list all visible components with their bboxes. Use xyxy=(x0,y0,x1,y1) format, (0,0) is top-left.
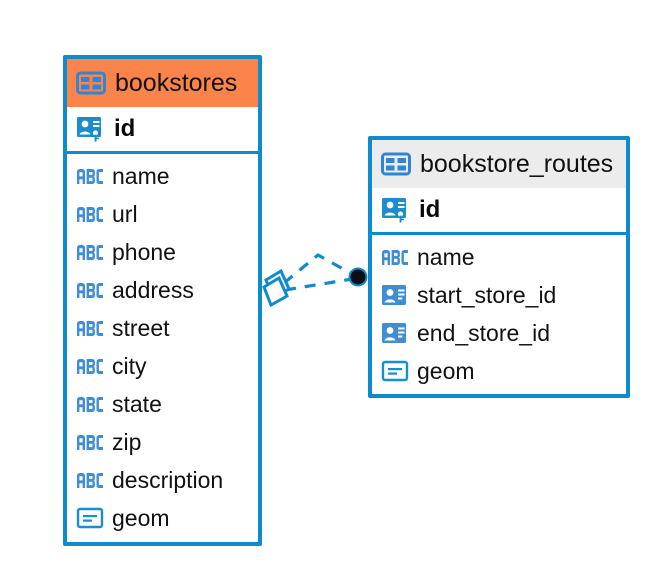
column-row[interactable]: city xyxy=(67,347,258,385)
column-row[interactable]: start_store_id xyxy=(372,276,626,314)
geometry-icon xyxy=(76,506,104,530)
column-row[interactable]: street xyxy=(67,309,258,347)
entity-columns-bookstore-routes: name start_store_id xyxy=(372,235,626,394)
abc-text-icon xyxy=(76,469,104,491)
primary-key-icon xyxy=(381,195,411,225)
column-label: description xyxy=(112,466,224,493)
primary-key-icon xyxy=(76,114,106,144)
abc-text-icon xyxy=(76,431,104,453)
column-label: id xyxy=(114,115,136,142)
column-label: id xyxy=(419,196,441,223)
column-row[interactable]: geom xyxy=(372,352,626,390)
foreign-key-icon xyxy=(381,321,409,345)
column-row-primary-key[interactable]: id xyxy=(67,107,258,154)
column-row[interactable]: state xyxy=(67,385,258,423)
abc-text-icon xyxy=(76,393,104,415)
table-icon xyxy=(381,152,411,176)
column-label: end_store_id xyxy=(417,319,550,346)
diamond-outline-icon xyxy=(262,268,291,308)
relationship-line-upper xyxy=(282,253,355,285)
column-row[interactable]: geom xyxy=(67,499,258,537)
entity-columns-bookstores: name url xyxy=(67,154,258,541)
abc-text-icon xyxy=(381,246,409,268)
abc-text-icon xyxy=(76,279,104,301)
column-label: street xyxy=(112,314,170,341)
abc-text-icon xyxy=(76,317,104,339)
column-label: state xyxy=(112,390,162,417)
column-label: zip xyxy=(112,428,142,455)
column-label: start_store_id xyxy=(417,281,557,308)
entity-title: bookstore_routes xyxy=(420,149,614,178)
column-label: city xyxy=(112,352,147,379)
foreign-key-icon xyxy=(381,283,409,307)
column-row-primary-key[interactable]: id xyxy=(372,188,626,235)
column-row[interactable]: phone xyxy=(67,233,258,271)
column-row[interactable]: url xyxy=(67,195,258,233)
column-row[interactable]: end_store_id xyxy=(372,314,626,352)
column-label: geom xyxy=(112,504,170,531)
column-label: address xyxy=(112,276,194,303)
column-row[interactable]: name xyxy=(372,238,626,276)
relationship-line-lower xyxy=(284,277,353,292)
entity-bookstores[interactable]: bookstores id xyxy=(63,55,262,546)
geometry-icon xyxy=(381,359,409,383)
table-icon xyxy=(76,71,106,95)
filled-dot-icon xyxy=(348,267,368,287)
abc-text-icon xyxy=(76,241,104,263)
abc-text-icon xyxy=(76,203,104,225)
column-row[interactable]: zip xyxy=(67,423,258,461)
column-row[interactable]: name xyxy=(67,157,258,195)
entity-header-bookstore-routes[interactable]: bookstore_routes xyxy=(372,140,626,188)
column-label: name xyxy=(112,162,170,189)
column-label: url xyxy=(112,200,138,227)
abc-text-icon xyxy=(76,355,104,377)
entity-title: bookstores xyxy=(115,68,238,97)
column-label: geom xyxy=(417,357,475,384)
entity-bookstore-routes[interactable]: bookstore_routes id xyxy=(368,136,630,398)
column-row[interactable]: description xyxy=(67,461,258,499)
column-row[interactable]: address xyxy=(67,271,258,309)
entity-header-bookstores[interactable]: bookstores xyxy=(67,59,258,107)
column-label: name xyxy=(417,243,475,270)
abc-text-icon xyxy=(76,165,104,187)
column-label: phone xyxy=(112,238,176,265)
